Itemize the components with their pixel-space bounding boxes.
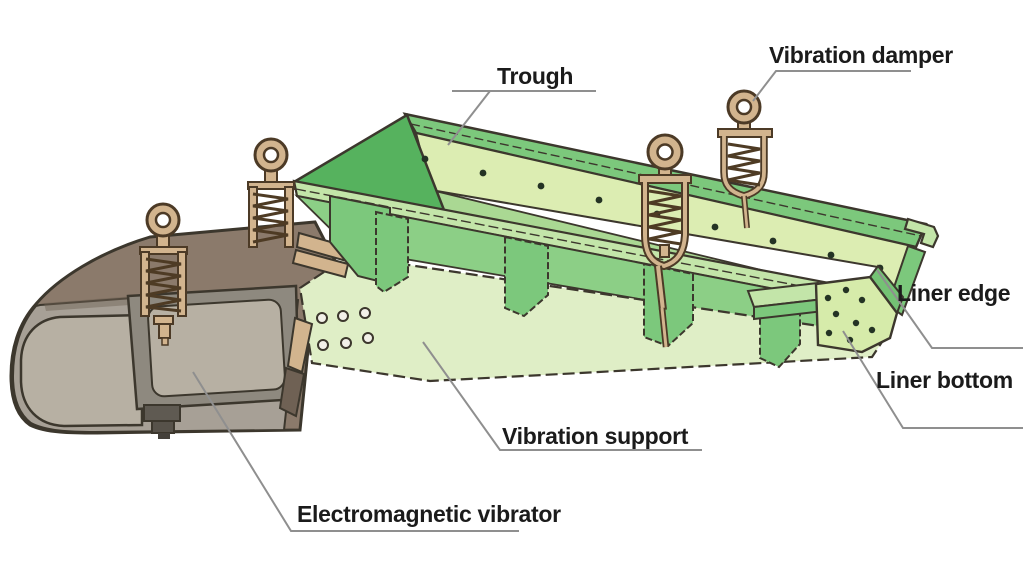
vibration-damper-2 <box>717 89 773 229</box>
coil-spring <box>648 189 682 246</box>
leader-lines <box>192 70 1023 532</box>
rivet-dot <box>868 326 876 334</box>
junction-strip <box>286 316 314 374</box>
liner-bottom-face <box>814 275 899 354</box>
label-electromagnetic-vibrator: Electromagnetic vibrator <box>297 501 561 527</box>
vibration-damper-1 <box>638 133 692 348</box>
bolt-hole <box>337 310 349 322</box>
trough-rim-flange-hook <box>903 217 940 249</box>
eye-hook-hole <box>656 143 674 161</box>
spring-bracket-bar <box>139 246 188 255</box>
leader-vibration-damper <box>752 70 911 102</box>
spring-bracket-post <box>177 251 187 317</box>
label-liner-edge: Liner edge <box>897 280 1011 306</box>
rivet-dot <box>852 319 860 327</box>
leader-liner-edge <box>876 269 1023 349</box>
leader-trough <box>447 90 491 146</box>
rivet-dot <box>832 310 840 318</box>
rivet-dot <box>711 223 719 231</box>
rivet-dot <box>827 251 835 259</box>
bolt-hole <box>359 307 371 319</box>
coil-spring <box>252 192 289 244</box>
label-trough: Trough <box>497 63 574 89</box>
leader-electromagnetic-vibrator <box>192 371 519 532</box>
rivet-dot <box>824 294 832 302</box>
coil-spring <box>727 142 761 187</box>
eye-hook-hole <box>262 146 280 164</box>
vibrator-foot-nut-bottom <box>151 420 175 434</box>
damper-top-bar <box>717 128 773 138</box>
junction-strip <box>291 248 350 279</box>
damper-hanger-rod-inner <box>656 265 665 311</box>
label-vibration-support: Vibration support <box>502 423 689 449</box>
leader-vibration-support <box>422 341 702 451</box>
rivet-dot <box>769 237 777 245</box>
damper-hanger-rod-lower-inner <box>660 307 668 348</box>
damper-stirrup-frame-inner <box>643 182 687 269</box>
liner-bottom-rivets <box>824 286 876 344</box>
vibrator-foot-tip <box>158 433 170 439</box>
vibrator-left-panel <box>19 313 144 428</box>
rivet-dot <box>858 296 866 304</box>
damper-tail-rod-inner <box>742 195 749 229</box>
eye-hook-hole <box>154 211 172 229</box>
suspension-spring-left-1 <box>139 202 188 346</box>
label-liner-bottom: Liner bottom <box>876 367 1013 393</box>
spring-bracket-post <box>284 186 294 248</box>
damper-bolt <box>659 244 670 258</box>
vibrator-core-panel <box>147 298 286 398</box>
rib-plates <box>329 194 826 369</box>
eye-hook-hole <box>735 98 753 116</box>
junction-wedge <box>278 366 306 418</box>
spring-bracket-bar <box>247 181 295 190</box>
spring-collar <box>153 315 174 325</box>
suspension-spring-left-2 <box>247 137 295 248</box>
bolt-hole <box>362 332 374 344</box>
spring-bolt <box>158 323 171 339</box>
rivet-dot <box>595 196 603 204</box>
label-vibration-damper: Vibration damper <box>769 42 953 68</box>
rib-plate-2 <box>504 235 549 318</box>
bolt-hole <box>316 312 328 324</box>
damper-top-bar <box>638 174 692 184</box>
coil-spring <box>145 257 182 313</box>
bolt-hole <box>317 339 329 351</box>
spring-bolt-tip <box>161 337 169 346</box>
vibrator-foot-nut-top <box>143 404 181 422</box>
support-plate-assembly <box>278 231 888 418</box>
leader-liner-bottom <box>842 330 1023 429</box>
rivet-dot <box>421 155 429 163</box>
rivet-dot <box>825 329 833 337</box>
rivet-dot <box>842 286 850 294</box>
trough-assembly <box>290 112 940 342</box>
rivet-dot <box>537 182 545 190</box>
rivet-dot <box>479 169 487 177</box>
bolt-hole <box>340 337 352 349</box>
plate-bolt-holes <box>316 307 374 351</box>
rib-plate-1 <box>375 210 409 294</box>
